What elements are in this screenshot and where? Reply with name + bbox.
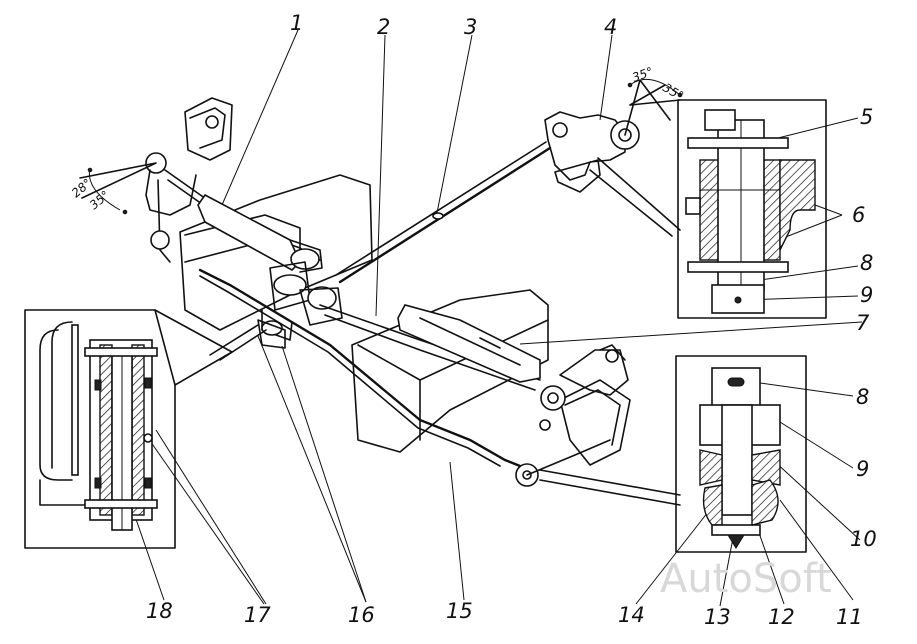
callout-17: 17 — [244, 603, 271, 627]
watermark: AutoSoft — [660, 556, 832, 602]
callout-8-bottom: 8 — [856, 385, 869, 409]
left-detail-inset — [24, 309, 233, 549]
top-right-detail-inset — [677, 99, 827, 319]
callout-6: 6 — [852, 203, 865, 227]
callout-2: 2 — [377, 15, 390, 39]
main-linkage-assembly — [79, 78, 683, 506]
angle-left-lower: 35° — [87, 188, 112, 212]
callout-15: 15 — [446, 599, 473, 623]
angle-labels: 28° 35° 35° 35° — [69, 64, 686, 212]
callout-9-bottom: 9 — [856, 457, 869, 481]
bottom-right-detail-inset — [675, 355, 807, 553]
callout-4: 4 — [604, 15, 617, 39]
callout-10: 10 — [850, 527, 877, 551]
callout-12: 12 — [768, 605, 795, 629]
callout-14: 14 — [618, 603, 645, 627]
callout-11: 11 — [836, 605, 863, 629]
angle-right-left: 35° — [630, 64, 655, 84]
callout-16: 16 — [348, 603, 375, 627]
callout-numbers: 1 2 3 4 5 6 7 8 9 8 9 10 11 12 13 14 15 … — [146, 11, 877, 629]
callout-9-top: 9 — [860, 283, 873, 307]
callout-1: 1 — [290, 11, 303, 35]
callout-7: 7 — [856, 311, 870, 335]
callout-18: 18 — [146, 599, 173, 623]
callout-5: 5 — [860, 105, 873, 129]
callout-8-top: 8 — [860, 251, 873, 275]
callout-13: 13 — [704, 605, 731, 629]
callout-3: 3 — [464, 15, 477, 39]
